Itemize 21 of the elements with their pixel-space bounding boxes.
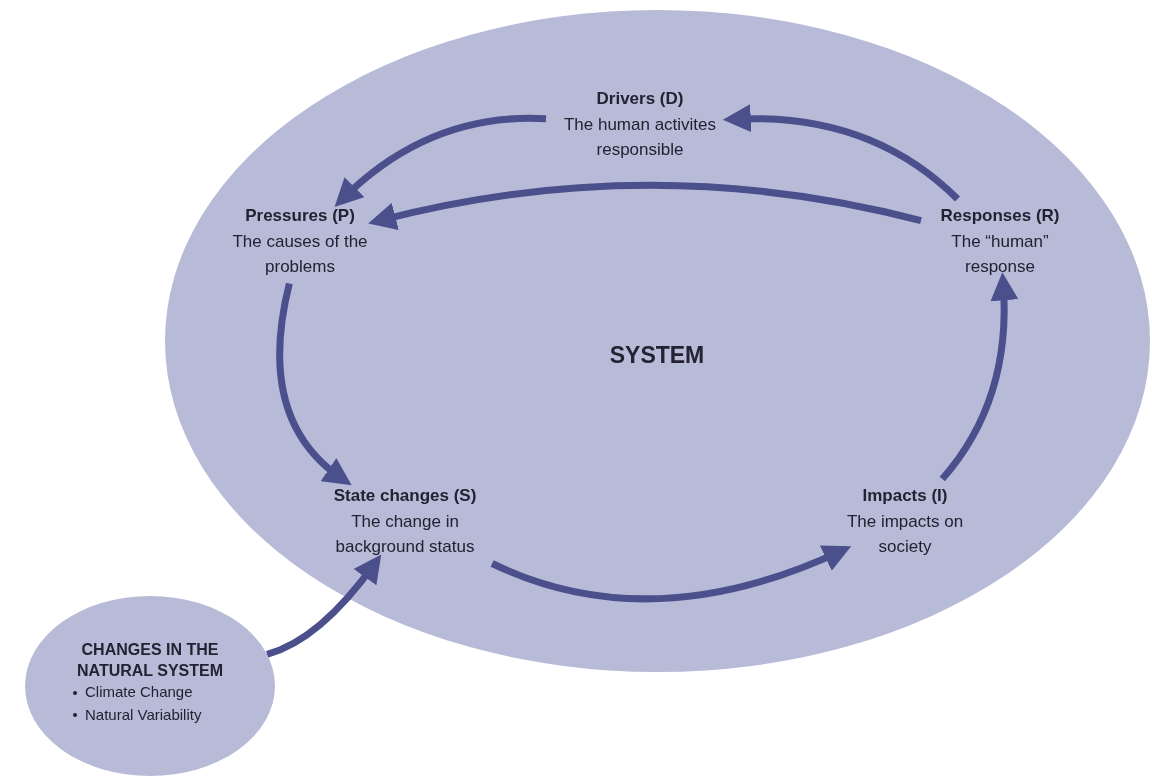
stage-description: The impacts on society [845,510,965,558]
stage-description: The human activites responsible [562,113,718,161]
circle-title: CHANGES IN THE NATURAL SYSTEM [75,639,225,681]
arrow [490,544,852,603]
stage-title: Impacts (I) [861,485,949,507]
stage-title: State changes (S) [332,485,478,507]
bullet-item: Natural Variability [85,704,202,725]
stage-description: The change in background status [334,510,476,558]
arrow [265,554,382,658]
arrow [722,104,960,202]
arrow [276,282,352,486]
arrow [939,272,1018,482]
stage-title: Responses (R) [939,205,1061,227]
stage-title: Drivers (D) [595,88,685,110]
arrow [334,114,547,207]
stage-description: The “human” response [950,230,1050,278]
stage-title: Pressures (P) [244,205,356,227]
bullet-item: Climate Change [85,682,193,703]
system-label: SYSTEM [609,341,705,369]
arrow [368,181,922,231]
stage-description: The causes of the problems [231,230,369,278]
